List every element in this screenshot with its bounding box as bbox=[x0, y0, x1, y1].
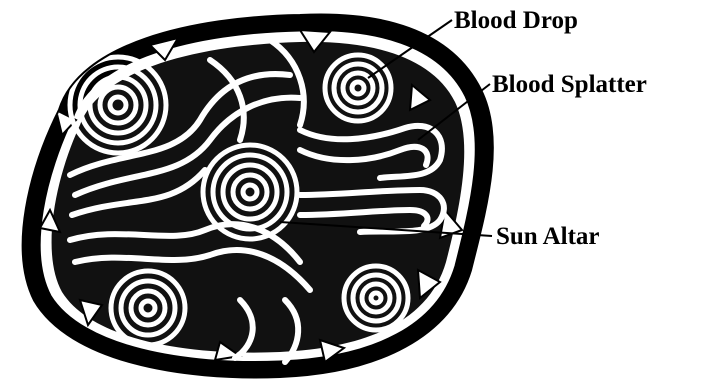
carved-disc bbox=[24, 15, 492, 376]
label-sun-altar: Sun Altar bbox=[496, 223, 600, 250]
label-blood-drop: Blood Drop bbox=[454, 7, 578, 34]
label-blood-splatter: Blood Splatter bbox=[492, 71, 647, 98]
